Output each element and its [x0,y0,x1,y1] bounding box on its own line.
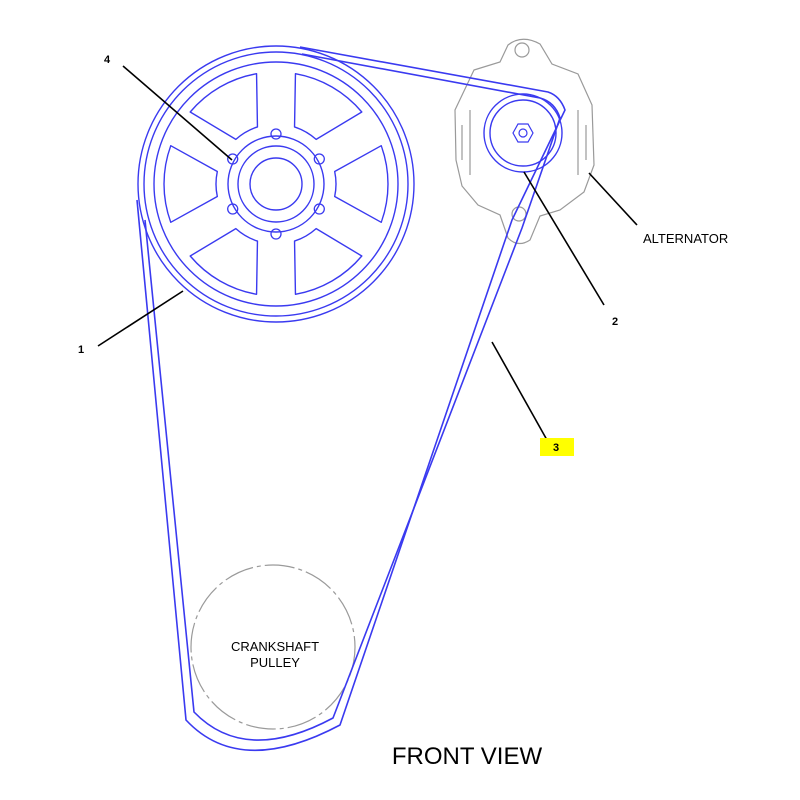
pulley-spoke-opening [189,73,259,141]
alternator-shaft [518,128,528,138]
leader-line-2 [523,171,605,306]
drive-belt-inner-edge [144,53,561,741]
pulley-bolt [313,153,325,165]
large-pulley-hub-ring [227,135,325,233]
pulley-bolt [270,128,282,140]
pulley-spoke-openings [163,73,389,295]
callout-3: 3 [553,442,559,454]
pulley-spoke-opening [293,227,363,295]
callout-2: 2 [612,316,618,328]
pulley-spoke-opening [163,144,219,224]
alternator-pulley-outer [483,93,563,173]
large-pulley-bore [249,157,303,211]
alternator-shaft-nut [512,123,534,143]
pulley-spoke-opening [189,227,259,295]
drive-belt-outer-edge [136,46,566,752]
alternator-pulley-inner [489,99,557,167]
leader-line-4 [122,65,233,161]
alternator-label: ALTERNATOR [643,231,728,246]
pulley-bolt [313,203,325,215]
pulley-bolts [227,128,325,240]
callout-3-highlight [540,438,574,456]
alternator-pulley [483,93,563,173]
leader-line-alternator [588,172,638,226]
pulley-bolt [227,203,239,215]
alternator-fins [461,110,587,175]
alternator-top-ear-hole [514,42,530,58]
alternator [454,38,595,245]
pulley-spoke-opening [333,144,389,224]
large-pulley-hub [237,145,315,223]
large-pulley [137,45,415,323]
callout-1: 1 [78,344,84,356]
pulley-spoke-opening [293,73,363,141]
leader-line-1 [97,290,184,347]
callout-4: 4 [104,54,111,66]
drive-belt [136,46,566,752]
crankshaft-pulley [190,564,356,730]
view-title: FRONT VIEW [392,743,543,770]
pulley-bolt [270,228,282,240]
pulley-bolt [227,153,239,165]
large-pulley-outer-rim [137,45,415,323]
large-pulley-inner-rim [143,51,409,317]
large-pulley-web-edge [153,61,399,307]
leader-line-3 [491,341,548,441]
crankshaft-pulley-label-line2: PULLEY [250,655,300,670]
crankshaft-pulley-label-line1: CRANKSHAFT [231,639,319,654]
alternator-housing [454,38,595,245]
